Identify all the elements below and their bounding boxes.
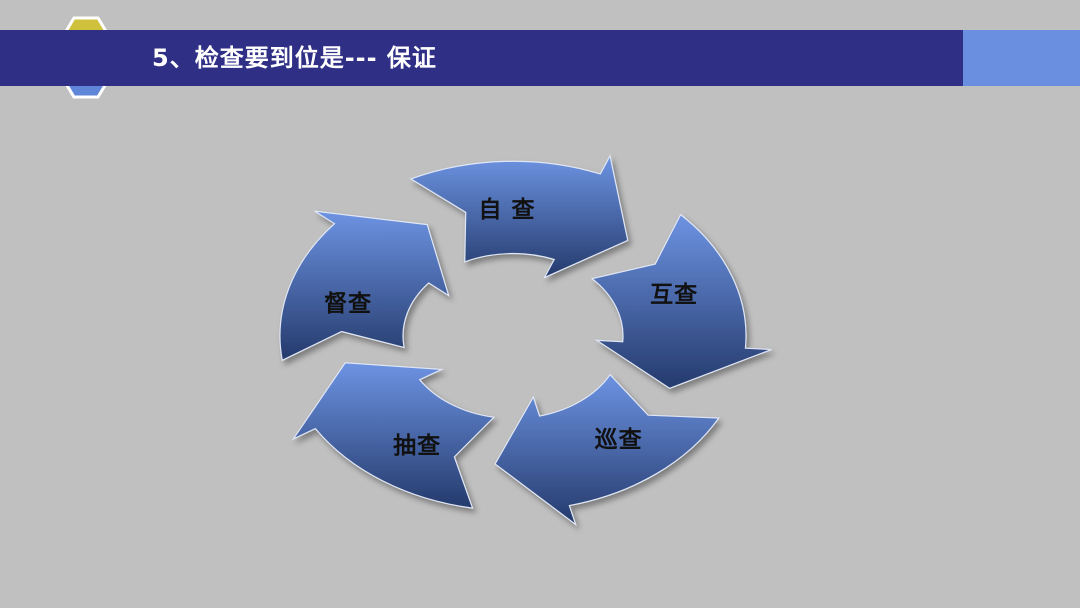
cycle-node-label: 抽查 [393,432,442,459]
title-bar: 5、检查要到位是--- 保证 [0,30,1080,86]
cycle-arrow [279,210,450,362]
title-accent-block [963,30,1080,86]
cycle-node-label: 互查 [650,282,699,308]
cycle-node-label: 巡查 [594,427,643,454]
cycle-node-label: 督查 [324,290,373,317]
cycle-arrow [494,373,720,527]
cycle-arrow [409,154,629,279]
cycle-arrow [291,362,496,509]
cycle-arrow [590,213,772,389]
page-title: 5、检查要到位是--- 保证 [152,44,437,72]
cycle-node-label: 自 查 [478,197,536,224]
